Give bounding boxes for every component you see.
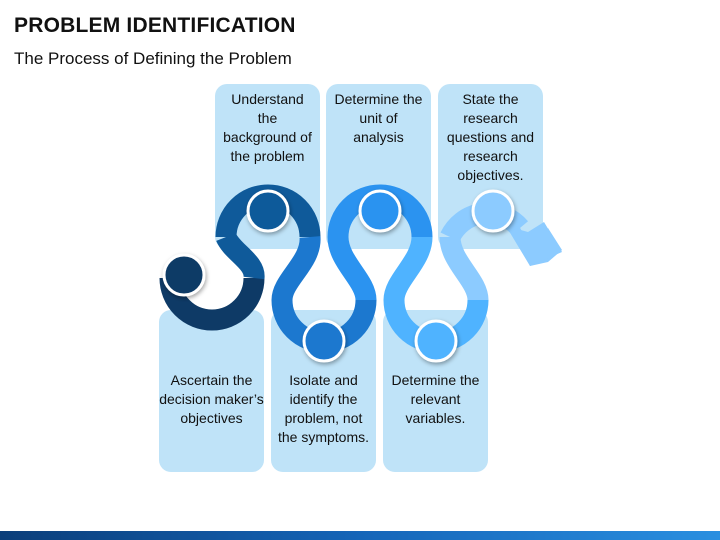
wave-connector-5 bbox=[439, 235, 489, 302]
page-subtitle: The Process of Defining the Problem bbox=[14, 49, 292, 68]
step-node-3 bbox=[302, 319, 346, 363]
wave-connector-2 bbox=[271, 236, 321, 302]
step-node-1 bbox=[162, 253, 206, 297]
step-4-text: Determine the unit of analysis bbox=[334, 91, 423, 145]
wave-connector-3 bbox=[327, 235, 377, 302]
step-node-5 bbox=[414, 319, 458, 363]
step-5-text: Determine the relevant variables. bbox=[391, 372, 480, 426]
step-2-text: Understand the background of the problem bbox=[223, 91, 312, 164]
step-3-text: Isolate and identify the problem, not th… bbox=[277, 372, 370, 445]
wave-connector-4 bbox=[383, 235, 433, 302]
wave-connector-1 bbox=[216, 231, 265, 280]
bottom-accent-bar bbox=[0, 531, 720, 540]
arrow-head-body bbox=[506, 222, 562, 266]
step-6-text: State the research questions and researc… bbox=[446, 91, 535, 183]
step-1-text: Ascertain the decision maker’s objective… bbox=[159, 372, 264, 426]
step-node-2 bbox=[246, 189, 290, 233]
step-node-6 bbox=[471, 189, 515, 233]
card-step-1 bbox=[159, 310, 264, 472]
step-node-4 bbox=[358, 189, 402, 233]
wave-segment-1 bbox=[159, 277, 265, 331]
page-title: PROBLEM IDENTIFICATION bbox=[14, 14, 296, 37]
